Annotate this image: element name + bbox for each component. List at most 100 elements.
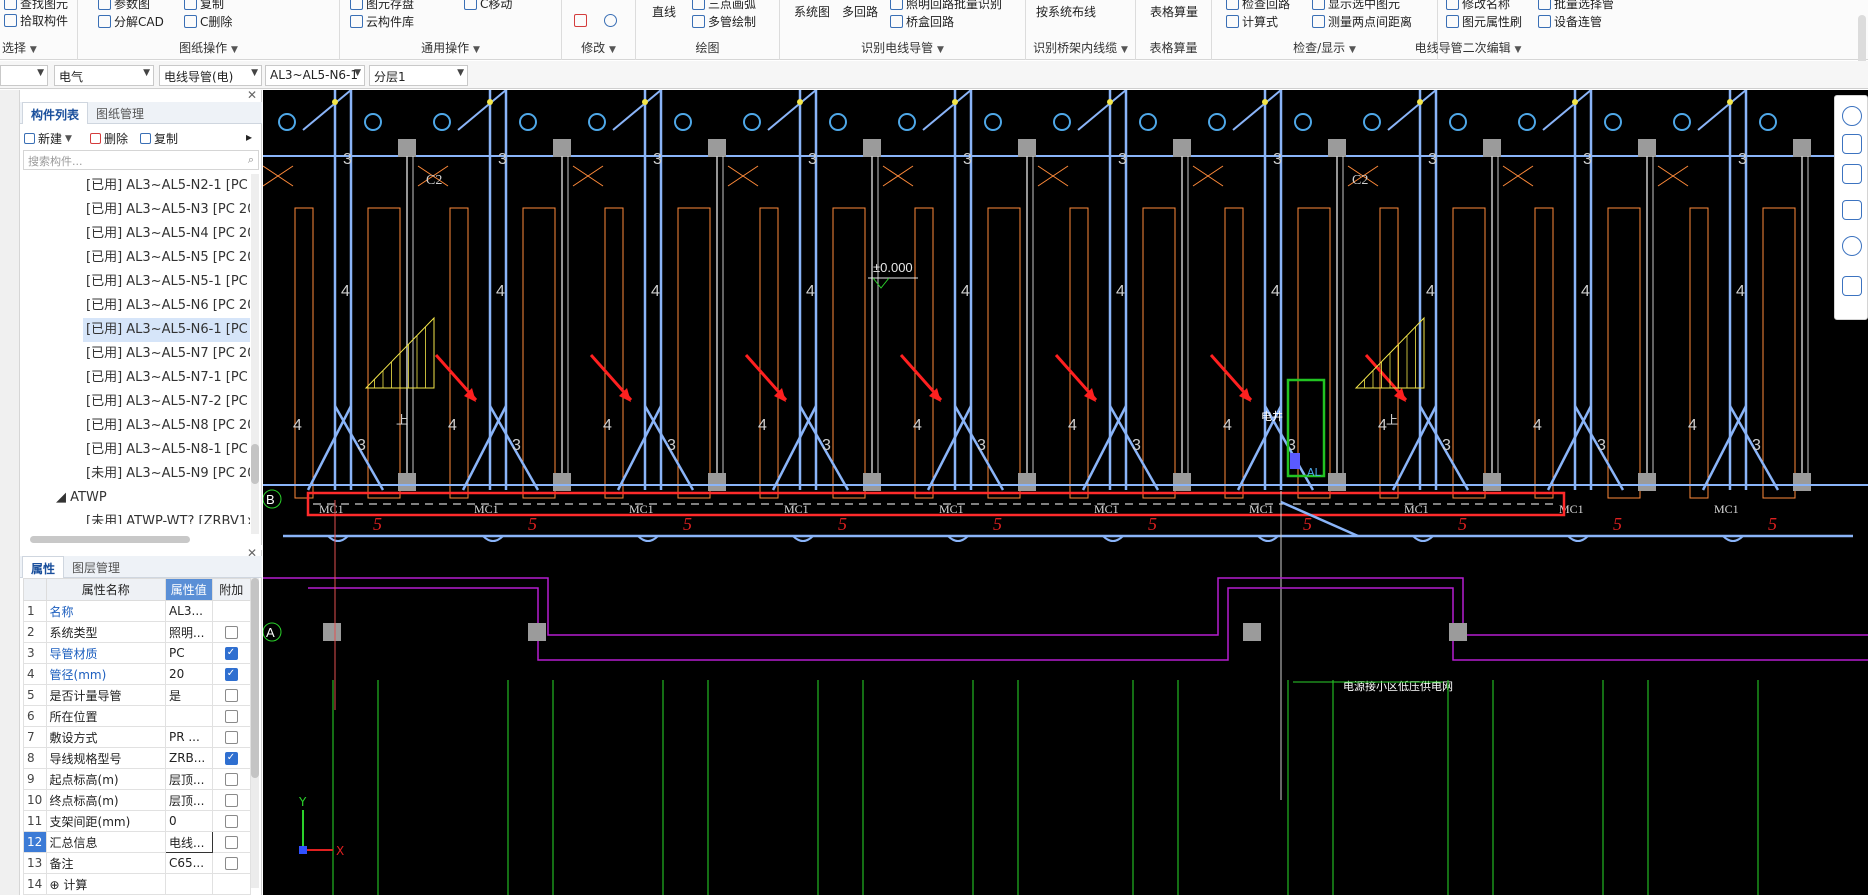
property-value[interactable]: PR ... (164, 726, 213, 748)
type-select[interactable]: 电线导管(电)▼ (159, 65, 262, 86)
formula-button[interactable]: 计算式 (1226, 13, 1278, 30)
arc-button[interactable]: 三点画弧 (692, 0, 756, 12)
property-value[interactable]: 0 (164, 810, 213, 832)
property-row[interactable]: 14⊕ 计算 (23, 873, 252, 895)
tree-item[interactable]: [已用] AL3~AL5-N5-1 [PC 20 (86, 274, 250, 289)
ribbon-group-label[interactable]: 选择 ▼ (2, 41, 37, 55)
more-tools-icon[interactable]: ▸ (246, 130, 253, 144)
element-save-button[interactable]: 图元存盘 (350, 0, 414, 12)
layer-select[interactable]: 分层1▼ (369, 65, 468, 86)
component-search-input[interactable]: 搜索构件...⌕ (23, 150, 259, 170)
box-view-icon[interactable] (1842, 164, 1862, 184)
cloud-library-button[interactable]: 云构件库 (350, 13, 414, 30)
tree-item[interactable]: [已用] AL3~AL5-N3 [PC 20 Z (86, 202, 250, 217)
box-circuit-button[interactable]: 桥盒回路 (890, 13, 954, 30)
device-connect-button[interactable]: 设备连管 (1538, 13, 1602, 30)
view-cube-icon[interactable] (1842, 106, 1862, 126)
tab-layer-management[interactable]: 图层管理 (72, 561, 121, 575)
copy-component-button[interactable]: 复制 (140, 130, 178, 147)
tree-vertical-scrollbar[interactable] (251, 174, 259, 534)
ribbon-group-label[interactable]: 修改 ▼ (581, 41, 616, 55)
delete-component-button[interactable]: 删除 (90, 130, 128, 147)
tree-group-atwp[interactable]: ◢ ATWP (56, 490, 107, 505)
tree-item[interactable]: [已用] AL3~AL5-N7-1 [PC 20 (86, 370, 250, 385)
rename-button[interactable]: 修改名称 (1446, 0, 1510, 12)
cad-drawing[interactable]: 3434MC153434MC153434MC153434MC153434MC15… (263, 90, 1868, 895)
extra-checkbox[interactable] (224, 773, 238, 786)
rotate-button[interactable] (604, 14, 617, 27)
line-button[interactable]: 直线 (652, 5, 677, 19)
ribbon-group-label[interactable]: 检查/显示 ▼ (1293, 41, 1356, 55)
ribbon-group-label[interactable]: 通用操作 ▼ (421, 41, 480, 55)
extra-checkbox[interactable] (224, 689, 238, 702)
tree-item[interactable]: [已用] AL3~AL5-N4 [PC 20 Z (86, 226, 250, 241)
panel-close-icon[interactable]: ✕ (246, 546, 257, 560)
extra-checkbox[interactable] (224, 794, 238, 807)
table-calc-button[interactable]: 表格算量 (1150, 5, 1199, 19)
trash-button[interactable] (574, 14, 587, 27)
tree-item[interactable]: [未用] ATWP-WT? [ZRBV1x1 (86, 514, 250, 524)
extra-checkbox[interactable] (224, 836, 238, 849)
3d-view-icon[interactable] (1842, 134, 1862, 154)
tree-item[interactable]: [已用] AL3~AL5-N8 [PC 20 Z (86, 418, 250, 433)
extra-checkbox[interactable] (224, 752, 238, 765)
tree-item-selected[interactable]: [已用] AL3~AL5-N6-1 [PC 20 (83, 318, 250, 342)
find-element-button[interactable]: 查找图元 (4, 0, 68, 12)
system-wiring-button[interactable]: 按系统布线 (1036, 5, 1097, 19)
tab-properties[interactable]: 属性 (22, 556, 65, 578)
batch-select-button[interactable]: 批量选择管 (1538, 0, 1614, 12)
ribbon-group-label[interactable]: 识别桥架内线缆 ▼ (1033, 41, 1128, 55)
discipline-select[interactable]: 电气▼ (54, 65, 154, 86)
multi-pipe-button[interactable]: 多管绘制 (692, 13, 756, 30)
floor-select[interactable]: ▼ (0, 65, 48, 86)
measure-distance-button[interactable]: 测量两点间距离 (1312, 13, 1412, 30)
tree-item[interactable]: [已用] AL3~AL5-N5 [PC 20 Z (86, 250, 250, 265)
tree-item[interactable]: [已用] AL3~AL5-N6 [PC 20 Z (86, 298, 250, 313)
tree-item[interactable]: [已用] AL3~AL5-N7 [PC 20 Z (86, 346, 250, 361)
tree-item[interactable]: [未用] AL3~AL5-N9 [PC 20 Z (86, 466, 250, 481)
new-component-button[interactable]: 新建 ▼ (24, 130, 72, 147)
format-brush-button[interactable]: 图元属性刷 (1446, 13, 1522, 30)
property-value[interactable]: 层顶... (164, 768, 213, 790)
extra-checkbox[interactable] (224, 710, 238, 723)
ribbon-group-label[interactable]: 图纸操作 ▼ (179, 41, 238, 55)
property-value[interactable]: 20 (164, 663, 213, 685)
extra-checkbox[interactable] (224, 731, 238, 744)
tree-item[interactable]: [已用] AL3~AL5-N2-1 [PC 20 (86, 178, 250, 193)
batch-recognize-button[interactable]: 照明回路批量识别 (890, 0, 1002, 12)
property-value[interactable]: 照明... (164, 621, 213, 643)
show-selected-button[interactable]: 显示选中图元 (1312, 0, 1400, 12)
param-drawing-button[interactable]: 参数图 (98, 0, 150, 12)
ribbon-group-label[interactable]: 识别电线导管 ▼ (861, 41, 944, 55)
extra-checkbox[interactable] (224, 668, 238, 681)
copy-button[interactable]: 复制 (184, 0, 224, 12)
property-value[interactable]: AL3... (164, 600, 213, 622)
ribbon-scrollbar[interactable] (1858, 15, 1866, 85)
property-value[interactable]: C65... (164, 852, 213, 874)
property-value[interactable]: ZRB... (164, 747, 213, 769)
tree-item[interactable]: [已用] AL3~AL5-N7-2 [PC 20 (86, 394, 250, 409)
system-diagram-button[interactable]: 系统图 (794, 5, 831, 19)
orbit-icon[interactable] (1842, 236, 1862, 256)
multi-circuit-button[interactable]: 多回路 (842, 5, 879, 19)
property-value[interactable] (164, 705, 213, 727)
extra-checkbox[interactable] (224, 857, 238, 870)
check-circuit-button[interactable]: 检查回路 (1226, 0, 1290, 12)
panel-close-icon[interactable]: ✕ (246, 88, 257, 102)
property-value[interactable] (164, 873, 213, 895)
property-value[interactable]: PC (164, 642, 213, 664)
tree-item[interactable]: [已用] AL3~AL5-N8-1 [PC 20 (86, 442, 250, 457)
extra-checkbox[interactable] (224, 815, 238, 828)
